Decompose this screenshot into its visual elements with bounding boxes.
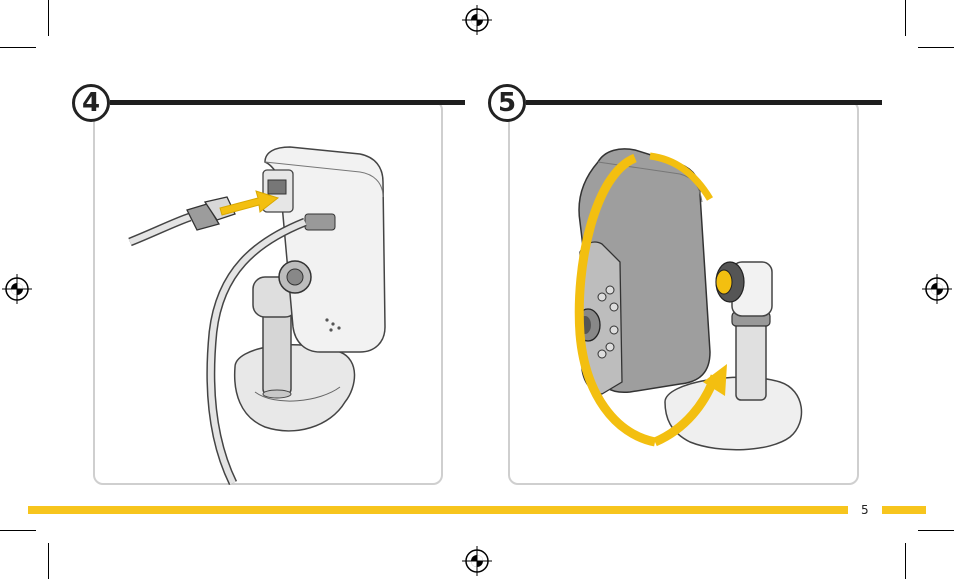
rotation-arrow-icon [565,144,735,444]
footer-accent-bar-right [882,506,926,514]
footer-accent-bar-left [28,506,848,514]
step-4-panel [93,100,443,485]
step-5-badge: 5 [488,84,526,122]
step-5-panel [508,100,859,485]
step-4-rule [110,100,465,105]
arrow-icon [220,188,280,218]
registration-mark-icon [921,273,953,305]
step-5-rule [526,100,882,105]
registration-mark-icon [461,4,493,36]
registration-mark-icon [1,273,33,305]
step-5-number: 5 [498,88,516,118]
step-4-badge: 4 [72,84,110,122]
step-4-number: 4 [82,88,100,118]
page-number: 5 [861,503,869,517]
registration-mark-icon [461,545,493,577]
step-4-illustration [95,102,441,483]
